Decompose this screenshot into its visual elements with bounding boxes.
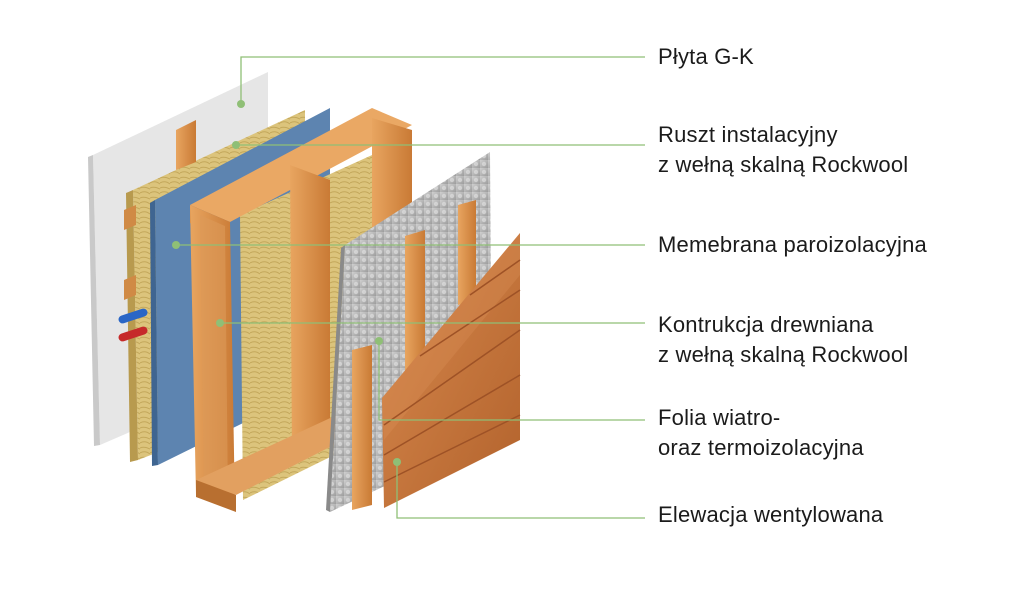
leader-lines xyxy=(176,56,645,519)
ventilated-cladding xyxy=(382,233,521,508)
leader-plyta xyxy=(240,56,645,104)
label-elewacja: Elewacja wentylowana xyxy=(658,500,883,530)
counter-battens xyxy=(352,200,476,510)
pipes xyxy=(118,308,148,342)
label-text: oraz termoizolacyjna xyxy=(658,435,864,460)
label-text: Ruszt instalacyjny xyxy=(658,122,838,147)
label-text: Elewacja wentylowana xyxy=(658,502,884,527)
label-ruszt-instalacyjny: Ruszt instalacyjny z wełną skalną Rockwo… xyxy=(658,120,908,180)
label-text: Memebrana paroizolacyjna xyxy=(658,232,927,257)
label-text: z wełną skalną Rockwool xyxy=(658,342,909,367)
label-konstrukcja: Kontrukcja drewniana z wełną skalną Rock… xyxy=(658,310,908,370)
label-text: Płyta G-K xyxy=(658,44,754,69)
label-text: Folia wiatro- xyxy=(658,405,781,430)
label-folia: Folia wiatro- oraz termoizolacyjna xyxy=(658,403,864,463)
label-text: z wełną skalną Rockwool xyxy=(658,152,909,177)
label-membrana: Memebrana paroizolacyjna xyxy=(658,230,927,260)
label-plyta-gk: Płyta G-K xyxy=(658,42,754,72)
leader-folia xyxy=(378,341,645,421)
leader-dots xyxy=(172,100,401,466)
leader-elewacja xyxy=(396,462,645,519)
label-text: Kontrukcja drewniana xyxy=(658,312,874,337)
